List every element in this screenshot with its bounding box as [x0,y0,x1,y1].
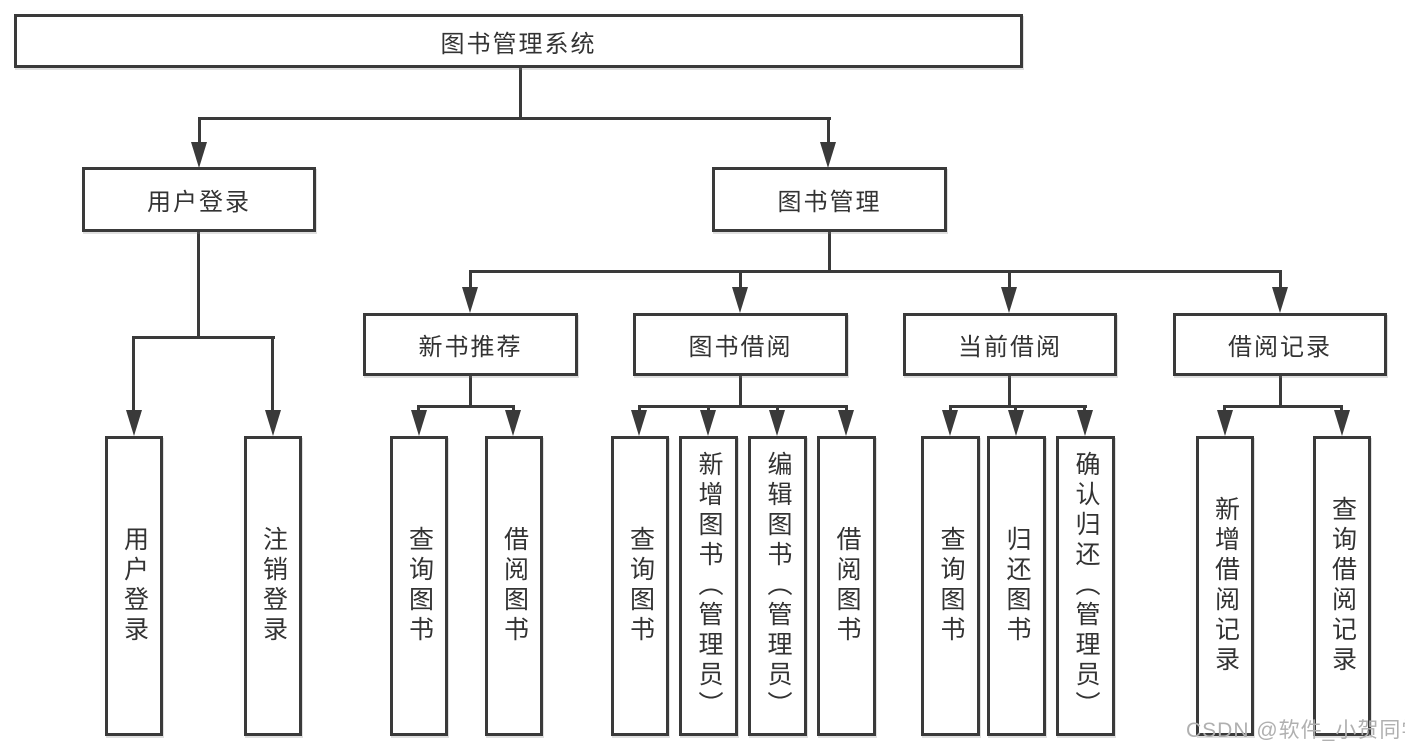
connector-line [739,375,742,408]
leaf-user-login: 用户登录 [105,436,163,736]
leaf-confirm-return-admin: 确认归还（管理员） [1056,436,1115,736]
connector-line [1008,375,1011,408]
leaf-query-books-borrowing: 查询图书 [611,436,669,736]
connector-line [469,272,472,288]
connector-line [1279,272,1282,288]
node-label: 编辑图书（管理员） [764,451,792,721]
leaf-edit-books-admin: 编辑图书（管理员） [748,436,807,736]
arrowhead-down-icon [126,410,142,436]
node-label: 新增借阅记录 [1211,496,1240,676]
node-library-management-system: 图书管理系统 [14,14,1023,68]
arrowhead-down-icon [1077,410,1093,436]
arrowhead-down-icon [1272,287,1288,313]
arrowhead-down-icon [942,410,958,436]
connector-line [271,338,274,411]
arrowhead-down-icon [1217,410,1233,436]
node-label: 查询图书 [937,526,965,646]
connector-line [198,117,831,120]
node-label: 查询图书 [405,526,434,646]
connector-line [739,272,742,288]
arrowhead-down-icon [732,287,748,313]
arrowhead-down-icon [769,410,785,436]
leaf-add-books-admin: 新增图书（管理员） [679,436,738,736]
node-current-borrowing: 当前借阅 [903,313,1117,376]
node-label: 借阅记录 [1228,334,1332,361]
node-borrowing-records: 借阅记录 [1173,313,1387,376]
node-label: 图书借阅 [688,334,793,361]
node-label: 用户登录 [120,526,149,646]
node-label: 新增图书（管理员） [695,451,723,721]
connector-line [1223,405,1343,408]
watermark: CSDN @软件_小贺同学 [1186,719,1405,742]
node-book-management: 图书管理 [712,167,947,232]
connector-line [469,270,1282,273]
connector-line [198,119,201,144]
arrowhead-down-icon [505,410,521,436]
connector-line [1279,375,1282,408]
leaf-query-books-recommend: 查询图书 [390,436,448,736]
connector-line [638,405,848,408]
connector-line [1008,272,1011,288]
node-label: 注销登录 [259,526,288,646]
arrowhead-down-icon [462,287,478,313]
arrowhead-down-icon [820,142,836,168]
node-new-book-recommendation: 新书推荐 [363,313,578,376]
connector-line [417,405,515,408]
arrowhead-down-icon [1008,410,1024,436]
node-label: 当前借阅 [958,334,1062,361]
node-label: 归还图书 [1003,526,1031,646]
node-label: 图书管理系统 [440,30,597,58]
leaf-add-borrow-record: 新增借阅记录 [1196,436,1254,736]
node-label: 查询借阅记录 [1328,496,1357,676]
arrowhead-down-icon [411,410,427,436]
node-label: 借阅图书 [833,526,861,646]
connector-line [827,119,830,144]
connector-line [132,338,135,411]
arrowhead-down-icon [1001,287,1017,313]
connector-line [132,336,275,339]
connector-line [828,232,831,273]
arrowhead-down-icon [191,142,207,168]
leaf-query-borrow-record: 查询借阅记录 [1313,436,1371,736]
node-label: 用户登录 [147,189,251,216]
leaf-borrow-books-recommend: 借阅图书 [485,436,543,736]
arrowhead-down-icon [265,410,281,436]
arrowhead-down-icon [838,410,854,436]
node-book-borrowing: 图书借阅 [633,313,848,376]
node-label: 图书管理 [777,189,882,216]
node-label: 借阅图书 [500,526,529,646]
node-user-login: 用户登录 [82,167,316,232]
connector-line [469,375,472,408]
node-label: 确认归还（管理员） [1072,451,1100,721]
node-label: 查询图书 [626,526,655,646]
leaf-borrow-books: 借阅图书 [817,436,876,736]
leaf-logout: 注销登录 [244,436,302,736]
connector-line [519,68,522,120]
leaf-return-books: 归还图书 [987,436,1046,736]
connector-line [197,232,200,339]
node-label: 新书推荐 [418,334,523,361]
arrowhead-down-icon [1334,410,1350,436]
arrowhead-down-icon [631,410,647,436]
arrowhead-down-icon [700,410,716,436]
leaf-query-books-current: 查询图书 [921,436,980,736]
connector-line [949,405,1087,408]
